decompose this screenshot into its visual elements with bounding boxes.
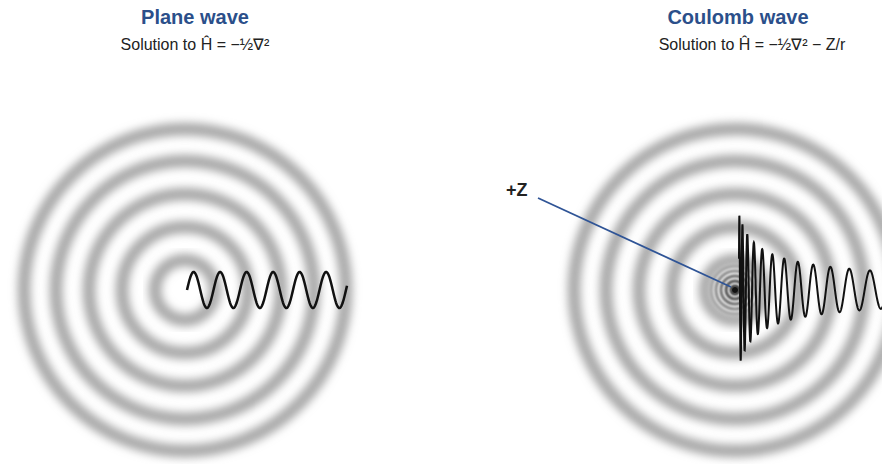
charge-label: +Z <box>506 180 528 201</box>
equation-label: Solution to Ĥ = −½∇² − Z/r <box>659 35 846 54</box>
ring <box>56 161 314 419</box>
ring <box>24 129 346 451</box>
plane-wave-rings <box>24 129 346 451</box>
ring <box>672 227 798 353</box>
panel-title: Plane wave <box>141 6 249 29</box>
panel-title: Coulomb wave <box>667 6 808 29</box>
ring <box>122 227 248 353</box>
coulomb-wave-curve <box>739 216 882 361</box>
leader-line <box>538 198 731 287</box>
ring <box>574 129 882 451</box>
ring <box>731 286 739 294</box>
ring <box>155 260 215 320</box>
nucleus-dot <box>732 287 738 293</box>
equation-label: Solution to Ĥ = −½∇² <box>121 35 270 54</box>
coulomb-wave-rings <box>574 129 882 451</box>
plane-wave-curve <box>187 272 347 308</box>
